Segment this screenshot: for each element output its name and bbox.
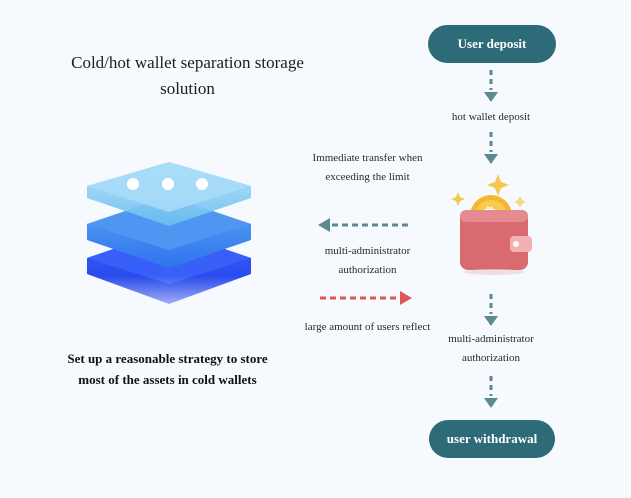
diagram-title: Cold/hot wallet separation storage solut… bbox=[71, 53, 304, 98]
user-withdrawal-node: user withdrawal bbox=[429, 420, 555, 458]
stacked-layers-icon bbox=[85, 162, 255, 318]
transfer-left-arrow bbox=[318, 218, 412, 232]
connector-arrow-3 bbox=[484, 294, 498, 326]
hot-wallet-deposit-label: hot wallet deposit bbox=[451, 111, 531, 123]
layer-dot-2 bbox=[162, 178, 174, 190]
large-amount-label: large amount of users reflect bbox=[304, 321, 431, 333]
strategy-text: Set up a reasonable strategy to store mo… bbox=[67, 351, 268, 387]
right-authorization-label: multi-administrator authorization bbox=[448, 333, 534, 364]
middle-authorization-label: multi-administrator authorization bbox=[324, 245, 411, 276]
immediate-transfer-label: Immediate transfer when exceeding the li… bbox=[312, 152, 423, 183]
connector-arrow-4 bbox=[484, 376, 498, 408]
connector-arrow-2 bbox=[484, 132, 498, 164]
bitcoin-wallet-icon: ₿ bbox=[451, 174, 532, 275]
layer-dot-1 bbox=[127, 178, 139, 190]
user-deposit-node: User deposit bbox=[428, 25, 556, 63]
layer-dot-3 bbox=[196, 178, 208, 190]
connector-arrow-1 bbox=[484, 70, 498, 102]
reflect-right-arrow bbox=[320, 291, 412, 305]
